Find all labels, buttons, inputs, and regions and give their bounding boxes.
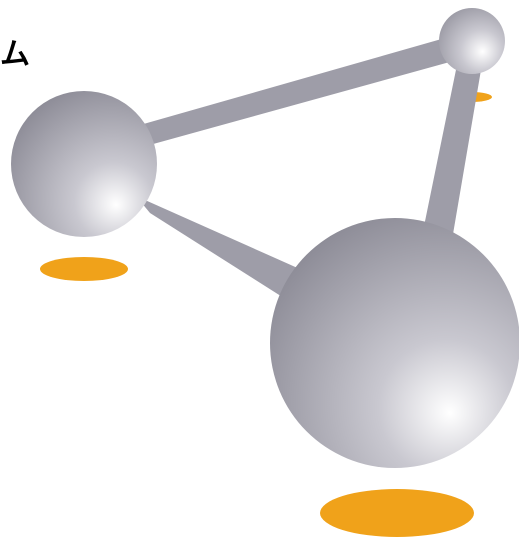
bond-small-to-large <box>422 60 482 240</box>
shadow-large-sphere <box>320 489 474 537</box>
bond-left-to-small <box>140 32 475 146</box>
sphere-large <box>270 218 519 468</box>
sphere-small <box>439 8 505 74</box>
shadow-left-sphere <box>40 257 128 281</box>
sphere-left <box>11 91 157 237</box>
